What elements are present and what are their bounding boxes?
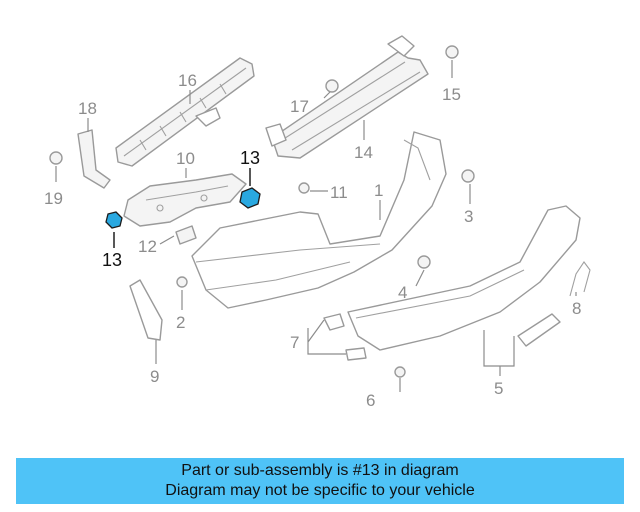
info-banner: Part or sub-assembly is #13 in diagram D… [16, 458, 624, 504]
callout-17: 17 [290, 97, 309, 116]
fasteners [49, 45, 475, 378]
callout-12: 12 [138, 237, 157, 256]
leader-lines [55, 60, 577, 392]
part-1-bumper-cover [191, 131, 447, 309]
callout-4: 4 [398, 283, 407, 302]
callout-7: 7 [290, 333, 299, 352]
callout-19: 19 [44, 189, 63, 208]
callout-3: 3 [464, 207, 473, 226]
callout-8: 8 [572, 299, 581, 318]
banner-line-1: Part or sub-assembly is #13 in diagram [181, 462, 459, 479]
callout-5: 5 [494, 379, 503, 398]
callout-1: 1 [374, 181, 383, 200]
part-14-reinforcement [265, 35, 429, 159]
callout-11: 11 [330, 183, 348, 202]
callout-2: 2 [176, 313, 185, 332]
part-9-side-trim [129, 279, 163, 341]
callout-16: 16 [178, 71, 197, 90]
part-13-highlight-right [239, 187, 261, 209]
part-8-hook [569, 261, 591, 297]
callout-9: 9 [150, 367, 159, 386]
part-7-clips [323, 313, 367, 361]
banner-line-2: Diagram may not be specific to your vehi… [165, 482, 475, 499]
part-5-lower-cover [347, 205, 581, 351]
callout-13-right: 13 [240, 148, 260, 168]
part-18-bracket [77, 129, 111, 189]
part-13-highlight-left [105, 211, 123, 229]
callout-13-left: 13 [102, 250, 122, 270]
callout-14: 14 [354, 143, 373, 162]
callout-18: 18 [78, 99, 97, 118]
parts-diagram: 1 2 3 4 5 6 7 8 9 10 11 12 13 13 14 15 1… [44, 35, 591, 410]
callout-15: 15 [442, 85, 461, 104]
part-10-bracket [123, 173, 247, 227]
callout-10: 10 [176, 149, 195, 168]
callout-6: 6 [366, 391, 375, 410]
part-16-absorber [115, 57, 255, 167]
